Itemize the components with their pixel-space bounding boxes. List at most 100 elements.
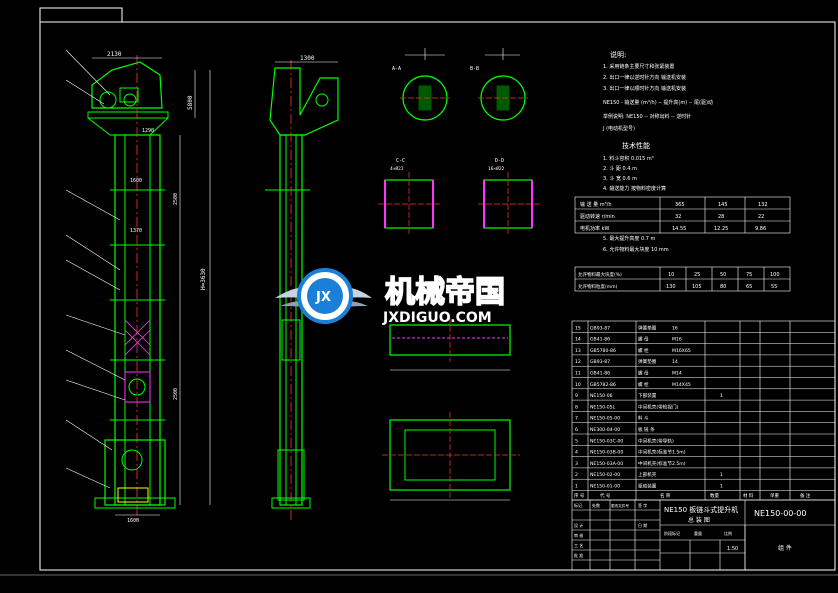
bom-cell-code: NE150-02-00	[590, 472, 620, 478]
title-block-text: NE150 板链斗式提升机 总 装 图 NE150-00-00 组 件 1:50…	[574, 492, 811, 558]
note-line-5: 举例说明: NE150 -- 对称出料 -- 逆时针	[603, 113, 691, 120]
dim-hole-2: 16×Ø22	[488, 165, 505, 172]
tb-label-7: 工 艺	[574, 543, 583, 548]
bom-cell-code: GB5780-86	[590, 348, 616, 354]
note-line-4: NE150 - 输送量 (m³/h) -- 提升高(m) -- 尾(驱)动	[603, 99, 713, 106]
size-label-1: 允许物料最大块度(%)	[578, 271, 622, 278]
size-r1-c5: 100	[770, 272, 780, 278]
bom-h-material: 材 料	[743, 492, 754, 499]
bom-h-note: 备 注	[800, 492, 811, 499]
bom-cell-name: 板 链 条	[638, 426, 655, 433]
note-line-6: J (电动机型号)	[602, 125, 635, 132]
bom-h-weight: 单重	[770, 492, 779, 499]
bom-cell-name: 弹簧垫圈	[638, 324, 657, 331]
tb-label-5: 设 计	[574, 522, 583, 528]
dim-base-width: 1600	[127, 518, 139, 524]
bom-cell-name: 弹簧垫圈	[638, 358, 657, 365]
bom-cell-code: NE150-03B-00	[590, 450, 623, 456]
watermark-url: JXDIGUO.COM	[382, 310, 492, 326]
bom-cell-code: GB41-86	[590, 371, 610, 377]
title-block-grid	[571, 499, 836, 571]
tech-line-4: 4. 输送能力 按物料密度计算	[603, 185, 666, 192]
tb-label-6: 审 核	[574, 532, 583, 538]
dim-mid-b: 1370	[130, 228, 142, 234]
bom-cell-spec: 14	[672, 359, 678, 365]
bom-cell-no: 5	[575, 438, 578, 444]
bom-cell-no: 1	[575, 484, 578, 490]
bom-h-code: 代 号	[600, 492, 611, 499]
performance-table-text: 输 送 量 m³/h 365 145 132 驱动转速 r/min 32 28 …	[580, 201, 768, 232]
bom-cell-name: 中间机壳(标准节1.5m)	[638, 449, 686, 456]
bom-cell-code: NE150-03A-00	[590, 461, 623, 467]
size-r1-c3: 50	[720, 272, 726, 278]
bom-cell-code: GB5782-86	[590, 382, 616, 388]
size-r1-c1: 10	[668, 272, 674, 278]
tb-label-3: 更改文件号	[611, 503, 629, 508]
size-r2-c3: 80	[720, 284, 726, 290]
bom-cell-no: 3	[575, 461, 578, 467]
perf-v2-2: 28	[718, 214, 724, 220]
notes-block: 说明: 1. 采用链条主要尺寸和张紧装置 2. 出口一律以逆时针方向 输送机安装…	[602, 50, 713, 253]
drawing-border	[39, 21, 836, 571]
tb-meta-2: 重量	[694, 530, 702, 536]
tb-label-4: 签 字	[638, 502, 647, 508]
bom-h-no: 序 号	[574, 492, 585, 499]
drawing-number: NE150-00-00	[754, 509, 806, 518]
bom-cell-spec: M16	[672, 337, 682, 343]
dim-top-width: 2130	[107, 51, 122, 58]
logo-mark: JX	[315, 290, 331, 305]
size-table-text: 允许物料最大块度(%) 10 25 50 75 100 允许物料粒度(mm) 1…	[578, 271, 780, 290]
bom-cell-no: 14	[575, 337, 581, 343]
perf-v2-3: 12.25	[714, 226, 728, 232]
perf-v1-3: 14.55	[672, 226, 686, 232]
bom-cell-code: NE150-05L	[590, 404, 616, 410]
bom-cell-name: 螺 栓	[638, 381, 649, 388]
perf-v2-1: 145	[718, 202, 728, 208]
bom-cell-no: 9	[575, 393, 578, 399]
note-line-2: 2. 出口一律以逆时针方向 输送机安装	[603, 74, 686, 81]
shaft-section-views: A-A B-B	[392, 48, 528, 121]
tb-label-9: 日 期	[638, 522, 647, 528]
cross-section-views: C-C 4×Ø22 D-D 16×Ø22	[378, 158, 540, 235]
bom-cell-no: 8	[575, 404, 578, 410]
bom-h-qty: 数量	[710, 492, 719, 499]
extra-line-2: 6. 允许物料最大块度 10 mm	[603, 246, 669, 253]
drawing-title: NE150 板链斗式提升机	[664, 505, 738, 514]
bom-cell-no: 12	[575, 359, 581, 365]
bom-cell-spec: 16	[672, 325, 678, 331]
perf-v1-2: 32	[675, 214, 681, 220]
bom-cell-no: 10	[575, 382, 581, 388]
side-elevation-view: 1300	[265, 55, 339, 520]
tb-meta-1: 阶段标记	[664, 530, 680, 536]
tb-meta-3: 比例	[724, 530, 732, 536]
notes-heading: 说明:	[610, 50, 626, 59]
section-label-c: C-C	[396, 158, 405, 164]
performance-table	[574, 196, 791, 234]
size-r2-c5: 55	[771, 284, 777, 290]
bom-cell-name: 中间机壳(带导轨)	[638, 437, 674, 444]
size-r2-c4: 65	[746, 284, 752, 290]
dim-hole-1: 4×Ø22	[390, 165, 404, 172]
dim-head-height: 5800	[187, 95, 194, 110]
bom-cell-name: 中间机壳(标准节2.5m)	[638, 460, 686, 467]
tech-line-1: 1. 料斗容积 0.015 m³	[603, 155, 654, 162]
extra-line-1: 5. 最大提升高度 0.7 m	[603, 235, 655, 242]
bom-cell-code: NE150-03C-00	[590, 438, 623, 444]
bom-cell-no: 2	[575, 472, 578, 478]
section-label-b: B-B	[470, 66, 479, 72]
bom-cell-code: NE300-04-00	[590, 427, 620, 433]
sheet-label: 组 件	[778, 544, 792, 552]
corner-tab	[39, 7, 123, 23]
bom-cell-name: 螺 母	[638, 370, 649, 377]
bom-h-name: 名 称	[660, 492, 671, 499]
front-elevation-view: 2130 H=3630 5800 1600 1370 1290 1600 250…	[65, 49, 211, 524]
bom-cell-name: 中间机壳(带检视门)	[638, 403, 679, 410]
bom-cell-spec: M16X65	[672, 348, 691, 354]
tech-heading: 技术性能	[622, 141, 650, 150]
dim-mid-a: 1600	[130, 178, 142, 184]
perf-label-3: 电机功率 kW	[580, 225, 609, 232]
bom-cell-code: NE150-06	[590, 393, 613, 399]
